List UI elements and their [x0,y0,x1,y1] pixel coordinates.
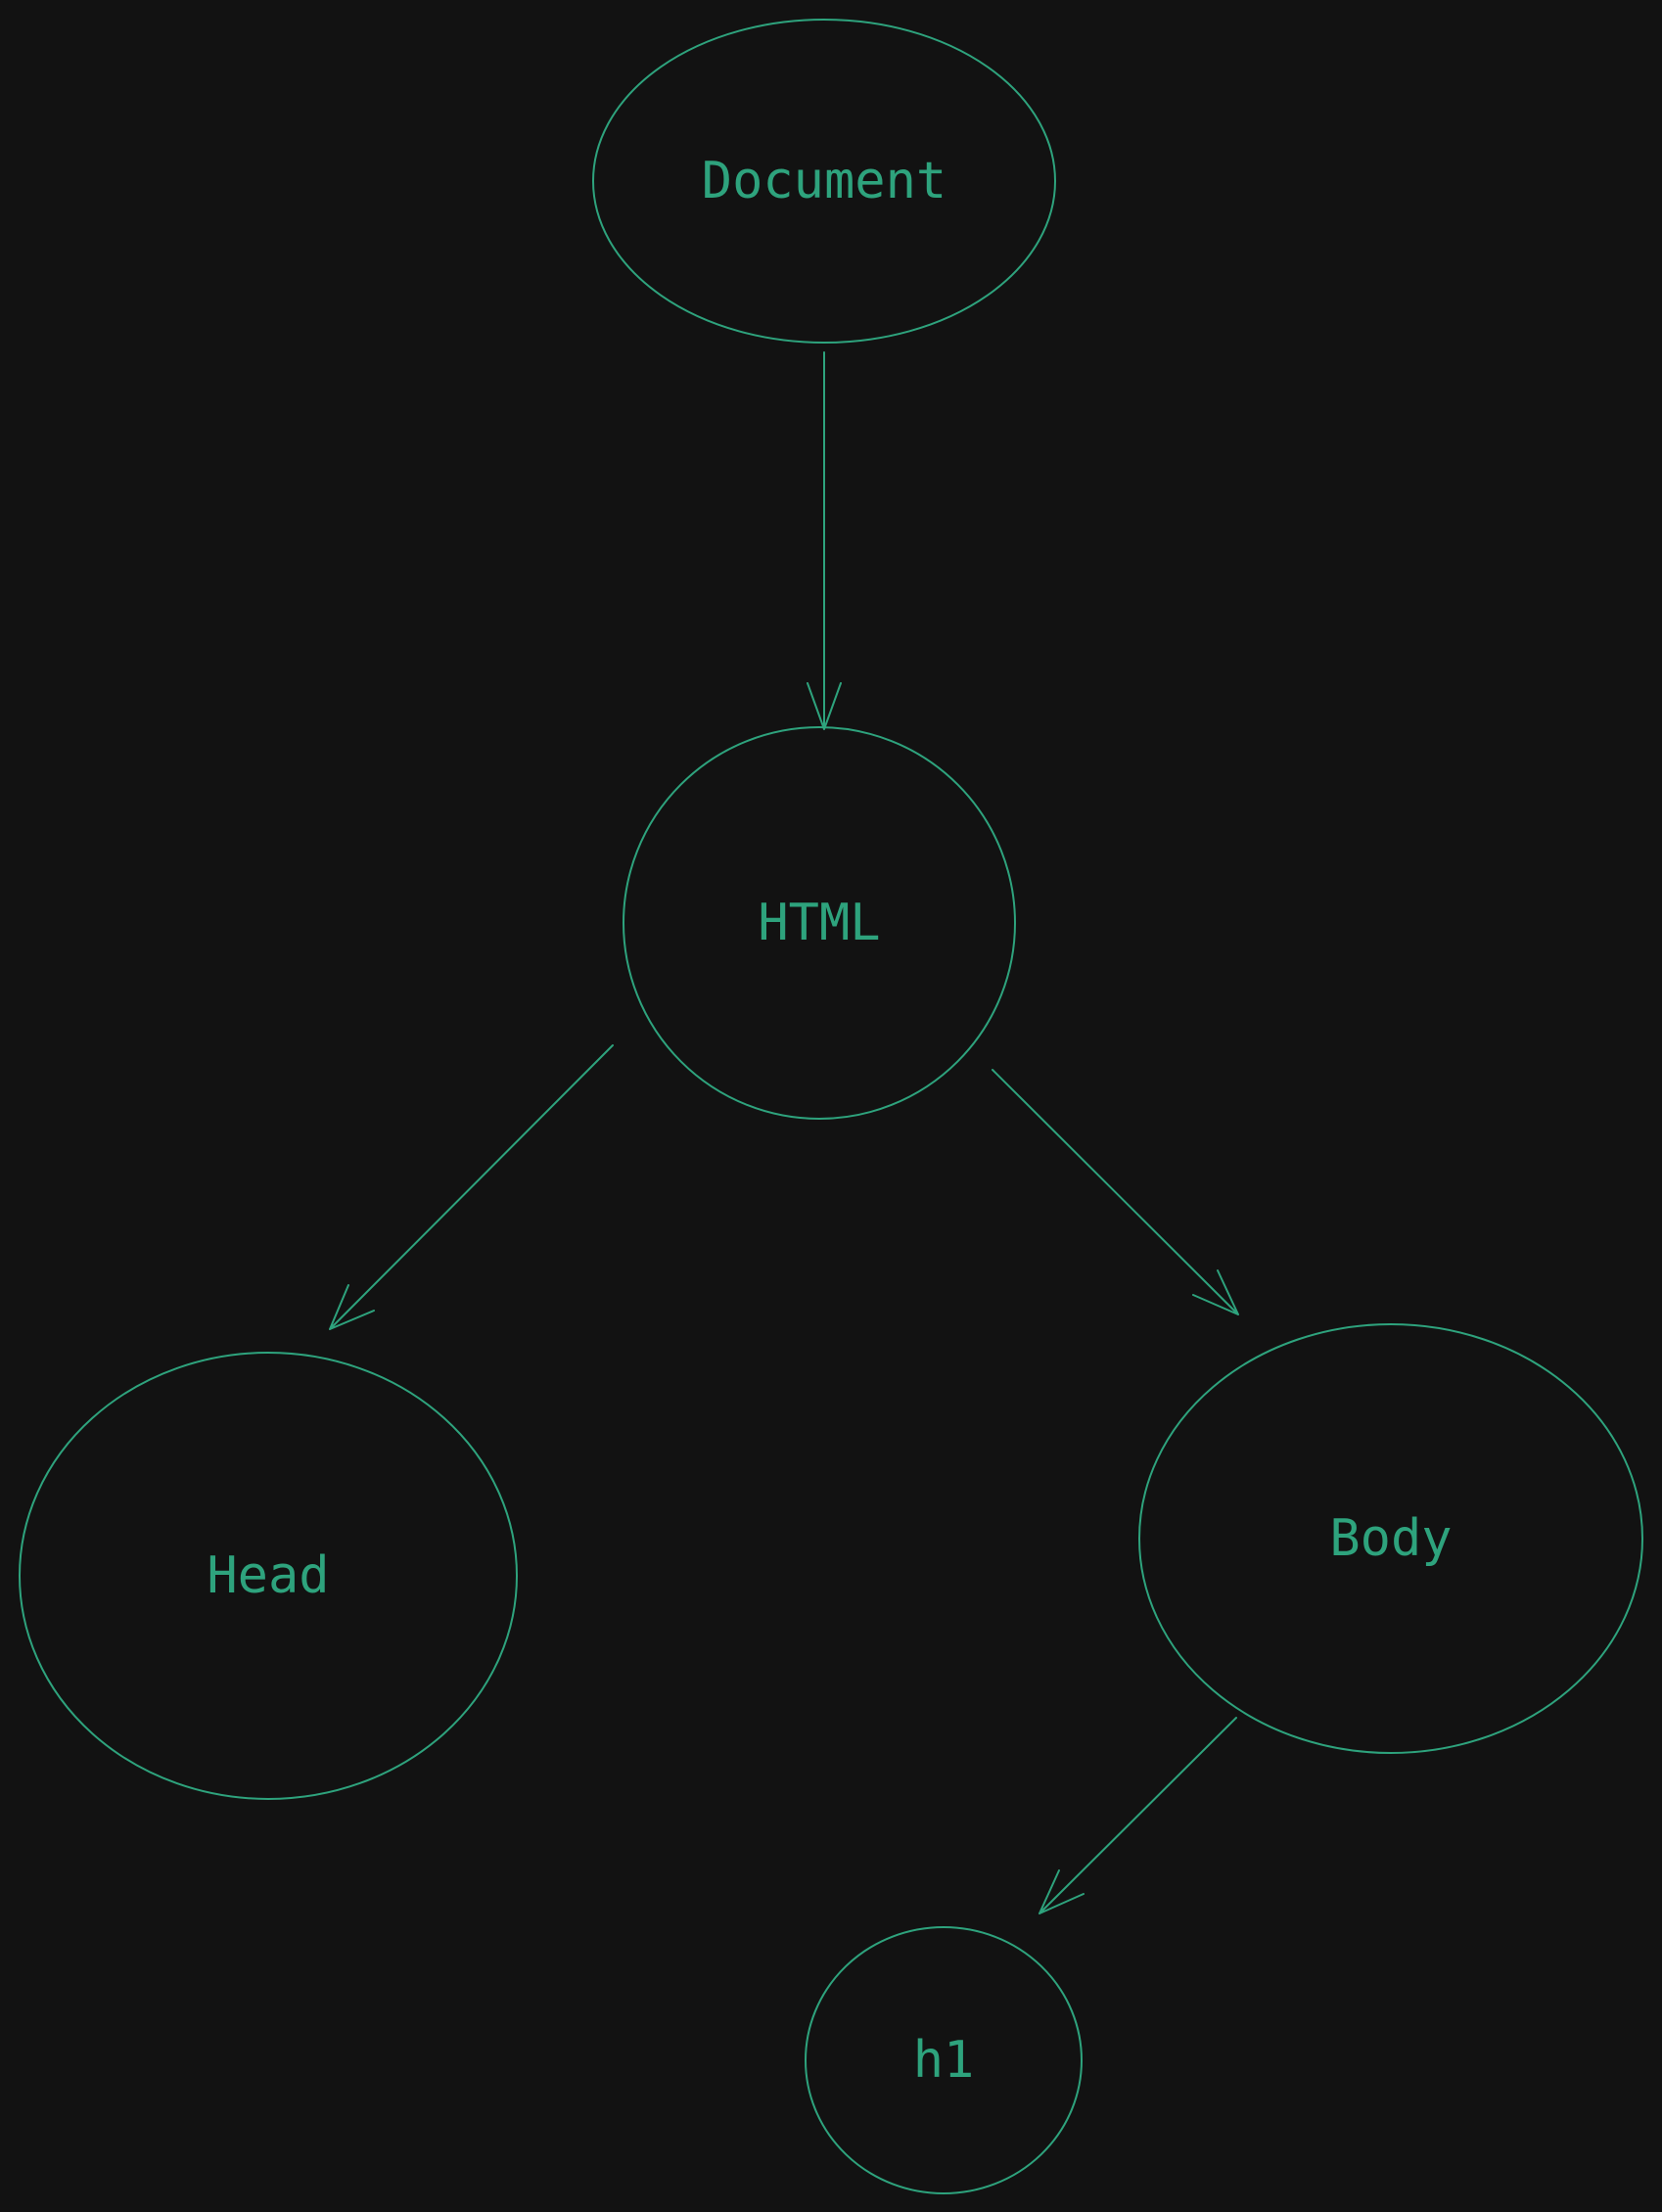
head-node-outline [19,1352,518,1800]
node-h1[interactable]: h1 [805,1926,1083,2194]
edge-document-html [807,351,842,730]
edge-html-head [329,1044,614,1330]
edges-group [329,351,1239,1914]
body-node-outline [1138,1323,1643,1754]
document-node-label: Document [702,152,946,210]
head-node-label: Head [207,1546,329,1605]
edge-body-h1 [1039,1717,1237,1914]
node-html[interactable]: HTML [623,726,1016,1120]
node-head[interactable]: Head [19,1352,518,1800]
html-node-label: HTML [758,894,880,952]
h1-node-label: h1 [913,2031,975,2090]
node-body[interactable]: Body [1138,1323,1643,1754]
h1-node-outline [805,1926,1083,2194]
body-node-label: Body [1329,1509,1452,1568]
edge-html-body [992,1069,1239,1315]
node-document[interactable]: Document [592,19,1056,344]
html-node-outline [623,726,1016,1120]
document-node-outline [592,19,1056,344]
